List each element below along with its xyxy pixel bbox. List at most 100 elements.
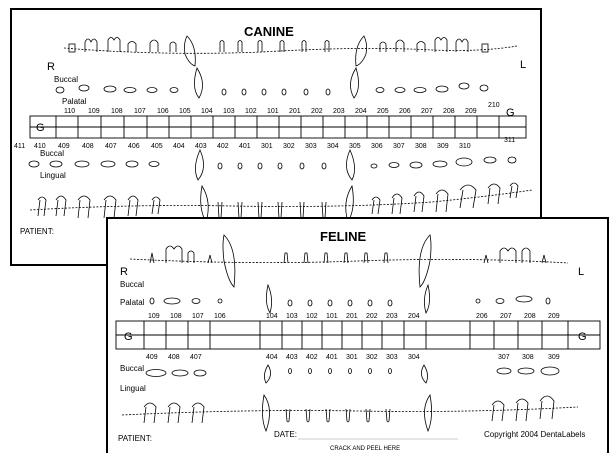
feline-upper-gumline [130, 259, 568, 263]
canine-upper-number: 209 [465, 108, 477, 115]
canine-upper-number: 201 [289, 108, 301, 115]
canine-lingual-label: Lingual [40, 171, 66, 180]
feline-upper-occlusal-teeth [150, 285, 550, 313]
canine-lower-number: 305 [349, 143, 361, 150]
canine-upper-gumline [64, 46, 517, 53]
feline-charting-grid [116, 321, 600, 349]
feline-date-label: DATE: [274, 430, 297, 439]
feline-grid-marker-left: G [124, 331, 133, 343]
feline-upper-number-row: 109 108 107 106 104 103 102 101 201 202 … [148, 313, 560, 320]
canine-buccal-label-lower: Buccal [40, 149, 64, 158]
feline-upper-number: 104 [266, 313, 278, 320]
feline-lower-number: 402 [306, 354, 318, 361]
canine-lower-number: 408 [82, 143, 94, 150]
feline-copyright: Copyright 2004 DentaLabels [484, 430, 585, 439]
feline-lower-number: 301 [346, 354, 358, 361]
feline-patient-label: PATIENT: [118, 434, 152, 443]
canine-upper-number: 104 [201, 108, 213, 115]
canine-lower-number: 302 [283, 143, 295, 150]
canine-lower-number: 405 [151, 143, 163, 150]
canine-upper-number: 109 [88, 108, 100, 115]
feline-side-right: R [120, 266, 128, 278]
feline-lower-number: 407 [190, 354, 202, 361]
canine-upper-number: 102 [245, 108, 257, 115]
feline-upper-number: 203 [386, 313, 398, 320]
canine-lower-number: 404 [173, 143, 185, 150]
canine-lower-number: 308 [415, 143, 427, 150]
canine-upper-number: 204 [355, 108, 367, 115]
canine-upper-number: 207 [421, 108, 433, 115]
feline-upper-number: 106 [214, 313, 226, 320]
canine-upper-occlusal-teeth [56, 68, 488, 98]
canine-lower-number: 303 [305, 143, 317, 150]
feline-upper-number: 107 [192, 313, 204, 320]
canine-upper-number: 210 [488, 102, 500, 109]
canine-side-left: L [520, 59, 526, 71]
canine-upper-number: 103 [223, 108, 235, 115]
feline-lower-number: 404 [266, 354, 278, 361]
canine-lower-number: 401 [239, 143, 251, 150]
canine-lower-number: 311 [504, 137, 515, 144]
canine-lower-number: 310 [459, 143, 471, 150]
feline-chart-svg: FELINE R L Buccal [108, 219, 607, 453]
feline-lower-occlusal-teeth [146, 365, 559, 383]
feline-upper-number: 202 [366, 313, 378, 320]
canine-lower-number: 301 [261, 143, 273, 150]
canine-grid-marker-right: G [506, 107, 515, 119]
feline-lower-number-row: 409 408 407 404 403 402 401 301 302 303 … [146, 354, 560, 361]
feline-upper-number: 102 [306, 313, 318, 320]
canine-upper-number: 106 [157, 108, 169, 115]
feline-lower-number: 307 [498, 354, 510, 361]
feline-palatal-label: Palatal [120, 298, 145, 307]
feline-lower-number: 408 [168, 354, 180, 361]
canine-upper-number: 108 [111, 108, 123, 115]
canine-lower-occlusal-teeth [29, 150, 516, 180]
feline-lower-number: 309 [548, 354, 560, 361]
canine-side-right: R [47, 61, 55, 73]
feline-upper-number: 103 [286, 313, 298, 320]
canine-lower-number: 402 [217, 143, 229, 150]
canine-upper-number: 208 [443, 108, 455, 115]
canine-lower-number: 306 [371, 143, 383, 150]
feline-lower-number: 302 [366, 354, 378, 361]
feline-upper-number: 108 [170, 313, 182, 320]
canine-title: CANINE [244, 24, 294, 39]
canine-lower-number: 403 [195, 143, 207, 150]
feline-lower-number: 303 [386, 354, 398, 361]
feline-title: FELINE [320, 229, 367, 244]
feline-upper-number: 208 [524, 313, 536, 320]
feline-lower-number: 308 [522, 354, 534, 361]
canine-lower-number: 406 [128, 143, 140, 150]
canine-upper-number: 203 [333, 108, 345, 115]
canine-lower-number: 307 [393, 143, 405, 150]
canine-upper-number: 110 [64, 108, 75, 115]
canine-palatal-label: Palatal [62, 97, 87, 106]
feline-crack-and-peel: CRACK AND PEEL HERE [330, 446, 400, 452]
feline-buccal-label-lower: Buccal [120, 364, 144, 373]
canine-upper-number: 206 [399, 108, 411, 115]
canine-upper-number: 107 [134, 108, 146, 115]
feline-upper-number: 209 [548, 313, 560, 320]
feline-buccal-label: Buccal [120, 280, 144, 289]
feline-lower-number: 401 [326, 354, 338, 361]
canine-lower-number: 411 [14, 143, 25, 150]
feline-lower-buccal-teeth [144, 395, 554, 431]
feline-upper-number: 101 [326, 313, 338, 320]
feline-lower-number: 403 [286, 354, 298, 361]
feline-upper-number: 207 [500, 313, 512, 320]
canine-upper-number: 202 [311, 108, 323, 115]
canine-lower-number: 309 [437, 143, 449, 150]
feline-side-left: L [578, 266, 584, 278]
canine-lower-number-row: 411 410 409 408 407 406 405 404 403 402 … [14, 137, 515, 150]
canine-upper-number: 205 [377, 108, 389, 115]
feline-lower-number: 304 [408, 354, 420, 361]
canine-upper-number: 105 [179, 108, 191, 115]
feline-lingual-label: Lingual [120, 384, 146, 393]
feline-upper-number: 206 [476, 313, 488, 320]
canine-lower-number: 407 [105, 143, 117, 150]
canine-grid-marker-left: G [36, 122, 45, 134]
canine-buccal-label: Buccal [54, 75, 78, 84]
feline-lower-number: 409 [146, 354, 158, 361]
canine-lower-number: 304 [327, 143, 339, 150]
